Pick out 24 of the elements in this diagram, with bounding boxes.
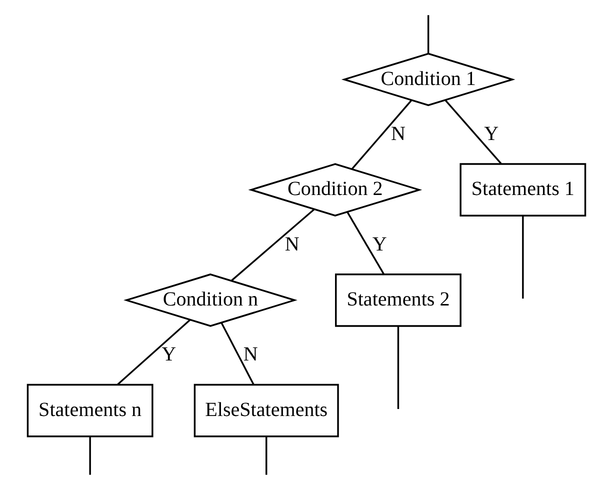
connector (88, 436, 90, 475)
node-diamond: Condition 2 (248, 163, 422, 217)
node-diamond: Condition 1 (340, 52, 515, 106)
connector (522, 216, 524, 299)
node-box: Statements 1 (459, 163, 586, 216)
connector (220, 322, 254, 385)
connector (230, 208, 314, 282)
node-box: Statements n (26, 384, 153, 438)
edge-label: N (390, 122, 405, 145)
connector (444, 100, 502, 164)
edge-label: Y (484, 122, 498, 145)
node-box: ElseStatements (193, 384, 338, 438)
node-diamond: Condition n (123, 273, 297, 327)
edge-label: Y (372, 233, 386, 256)
connector (116, 319, 190, 386)
connector (351, 100, 412, 170)
edge-label: N (284, 233, 299, 256)
connector (265, 436, 267, 475)
connector (396, 326, 399, 409)
node-box: Statements 2 (334, 274, 461, 327)
edge-label: Y (161, 344, 176, 366)
connector (346, 212, 384, 275)
edge-label: N (242, 344, 258, 366)
connector (426, 15, 429, 54)
